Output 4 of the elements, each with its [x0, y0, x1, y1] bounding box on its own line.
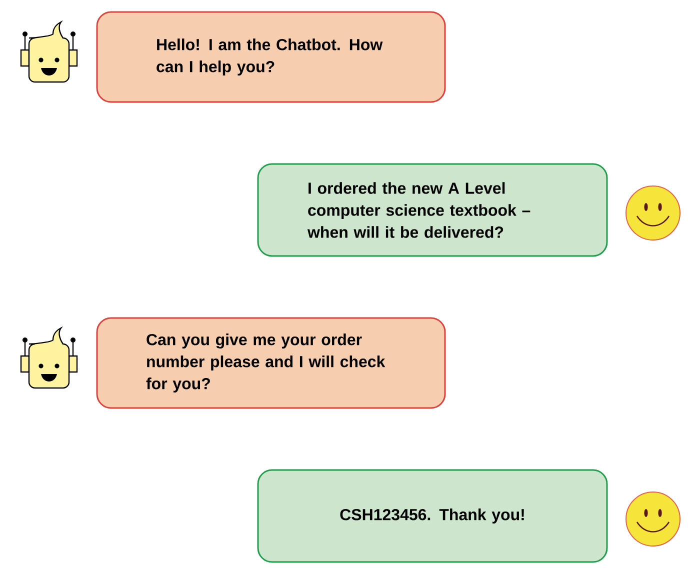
speech-bubble: CSH123456. Thank you! — [257, 469, 608, 563]
speech-bubble: Can you give me your order number please and I will check for you? — [96, 317, 446, 409]
speech-bubble: Hello! I am the Chatbot. How can I help you? — [96, 11, 446, 103]
speech-bubble: I ordered the new A Level computer science textbook – when will it be delivered? — [257, 163, 608, 257]
